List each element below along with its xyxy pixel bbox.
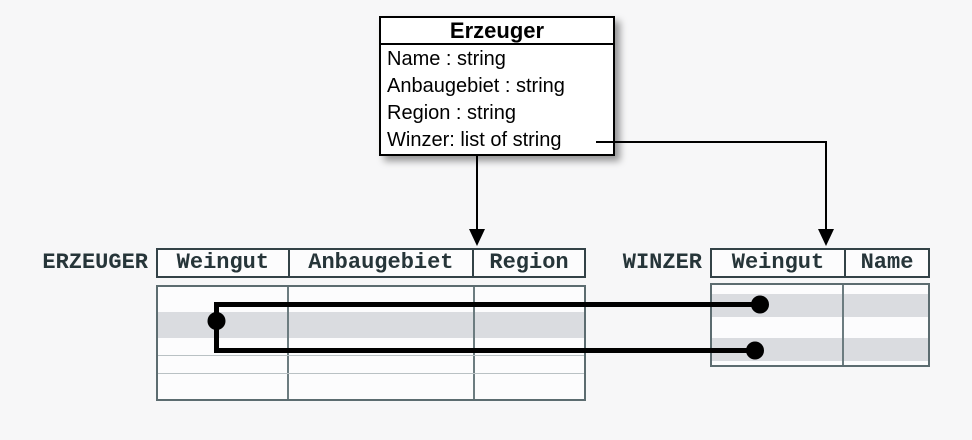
column-header-region: Region [472, 250, 584, 276]
class-title: Erzeuger [381, 18, 613, 45]
class-attribute-winzer: Winzer: list of string [387, 129, 562, 151]
class-attribute-name: Name : string [387, 48, 506, 70]
winzer-table-header: Weingut Name [710, 248, 930, 278]
row-gridline [158, 355, 584, 356]
row-gridline [158, 373, 584, 374]
highlighted-row [712, 294, 928, 317]
uml-class-box: Erzeuger Name : string Anbaugebiet : str… [379, 16, 615, 156]
column-separator [842, 285, 844, 365]
column-header-name: Name [844, 250, 928, 276]
arrow-down-icon [469, 229, 485, 246]
column-header-weingut: Weingut [176, 250, 270, 275]
class-attribute-list: Name : string Anbaugebiet : string Regio… [381, 45, 613, 154]
class-attribute-region: Region : string [387, 102, 516, 124]
class-to-erzeuger-arrow [469, 156, 485, 246]
column-header-anbaugebiet: Anbaugebiet [287, 250, 472, 276]
winzer-table-label: WINZER [622, 250, 702, 275]
column-separator [473, 287, 475, 399]
highlighted-row [158, 312, 584, 338]
column-header-weingut: Weingut [731, 250, 825, 275]
class-attribute-anbaugebiet: Anbaugebiet : string [387, 75, 565, 97]
highlighted-row [712, 338, 928, 361]
arrow-down-icon [818, 229, 834, 246]
erzeuger-table-label: ERZEUGER [42, 250, 148, 275]
erzeuger-table-header: Weingut Anbaugebiet Region [156, 248, 586, 278]
class-to-winzer-arrow [596, 141, 834, 246]
erzeuger-table-body [156, 285, 586, 401]
winzer-table-body [710, 283, 930, 367]
column-separator [287, 287, 289, 399]
